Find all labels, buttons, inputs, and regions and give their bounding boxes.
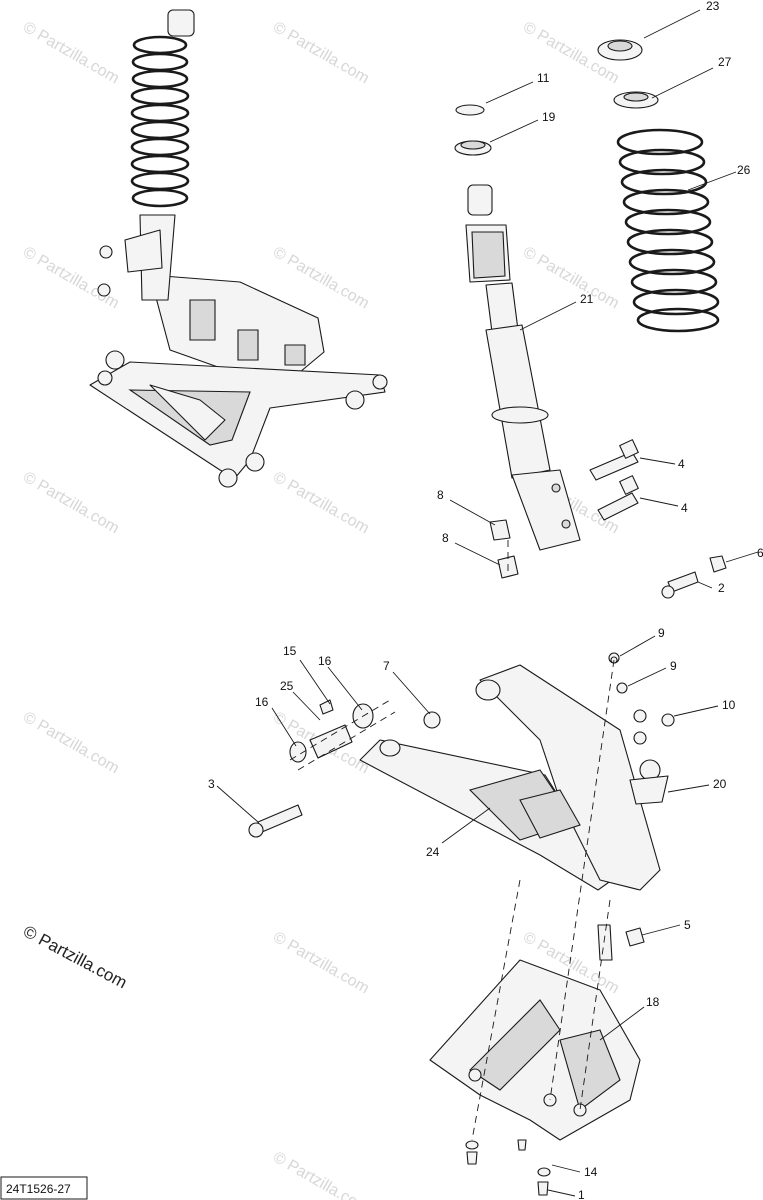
callout-26: 26	[737, 163, 751, 177]
watermark: © Partzilla.com	[20, 469, 122, 538]
watermark: © Partzilla.com	[270, 19, 372, 88]
callout-24: 24	[426, 845, 440, 859]
alignment-lines	[289, 540, 615, 1141]
callout-2: 2	[718, 581, 725, 595]
callout-15: 15	[283, 644, 297, 658]
callout-11: 11	[537, 71, 550, 85]
callout-3: 3	[208, 777, 215, 791]
callout-19: 19	[542, 110, 556, 124]
callout-14: 14	[584, 1165, 598, 1179]
callout-4a: 4	[678, 457, 685, 471]
callout-18: 18	[646, 995, 660, 1009]
callout-7: 7	[383, 659, 390, 673]
callout-6: 6	[757, 546, 763, 560]
callout-9b: 9	[670, 659, 677, 673]
callout-20: 20	[713, 777, 727, 791]
callout-16a: 16	[318, 654, 332, 668]
callout-21: 21	[580, 292, 594, 306]
leader-lines	[216, 9, 759, 1197]
diagram-reference-code: 24T1526-27	[6, 1182, 71, 1196]
callout-16b: 16	[255, 695, 269, 709]
spring-set	[597, 39, 720, 333]
watermark: © Partzilla.com	[20, 19, 122, 88]
diagram-reference: 24T1526-27	[0, 1176, 88, 1200]
watermark: © Partzilla.com	[270, 929, 372, 998]
watermark: © Partzilla.com	[270, 1149, 372, 1200]
assembled-suspension	[89, 9, 388, 488]
callout-1: 1	[578, 1188, 585, 1200]
callout-10: 10	[722, 698, 736, 712]
skid-plate	[429, 959, 641, 1196]
watermark: © Partzilla.com	[270, 244, 372, 313]
callout-25: 25	[280, 679, 294, 693]
callout-23: 23	[706, 0, 720, 13]
copyright-text: © Partzilla.com	[20, 922, 130, 993]
callout-5: 5	[684, 918, 691, 932]
callout-4b: 4	[681, 501, 688, 515]
callout-labels: 23 27 26 11 19 21 4 4 8 8 6 2 9 9 10 20 …	[208, 0, 763, 1200]
a-arm-exploded	[248, 652, 675, 961]
watermark: © Partzilla.com	[20, 709, 122, 778]
watermark: © Partzilla.com	[270, 469, 372, 538]
callout-8b: 8	[442, 531, 449, 545]
callout-9a: 9	[658, 626, 665, 640]
callout-8a: 8	[437, 488, 444, 502]
watermark: © Partzilla.com	[520, 244, 622, 313]
shock-exploded	[454, 104, 727, 599]
callout-27: 27	[718, 55, 732, 69]
